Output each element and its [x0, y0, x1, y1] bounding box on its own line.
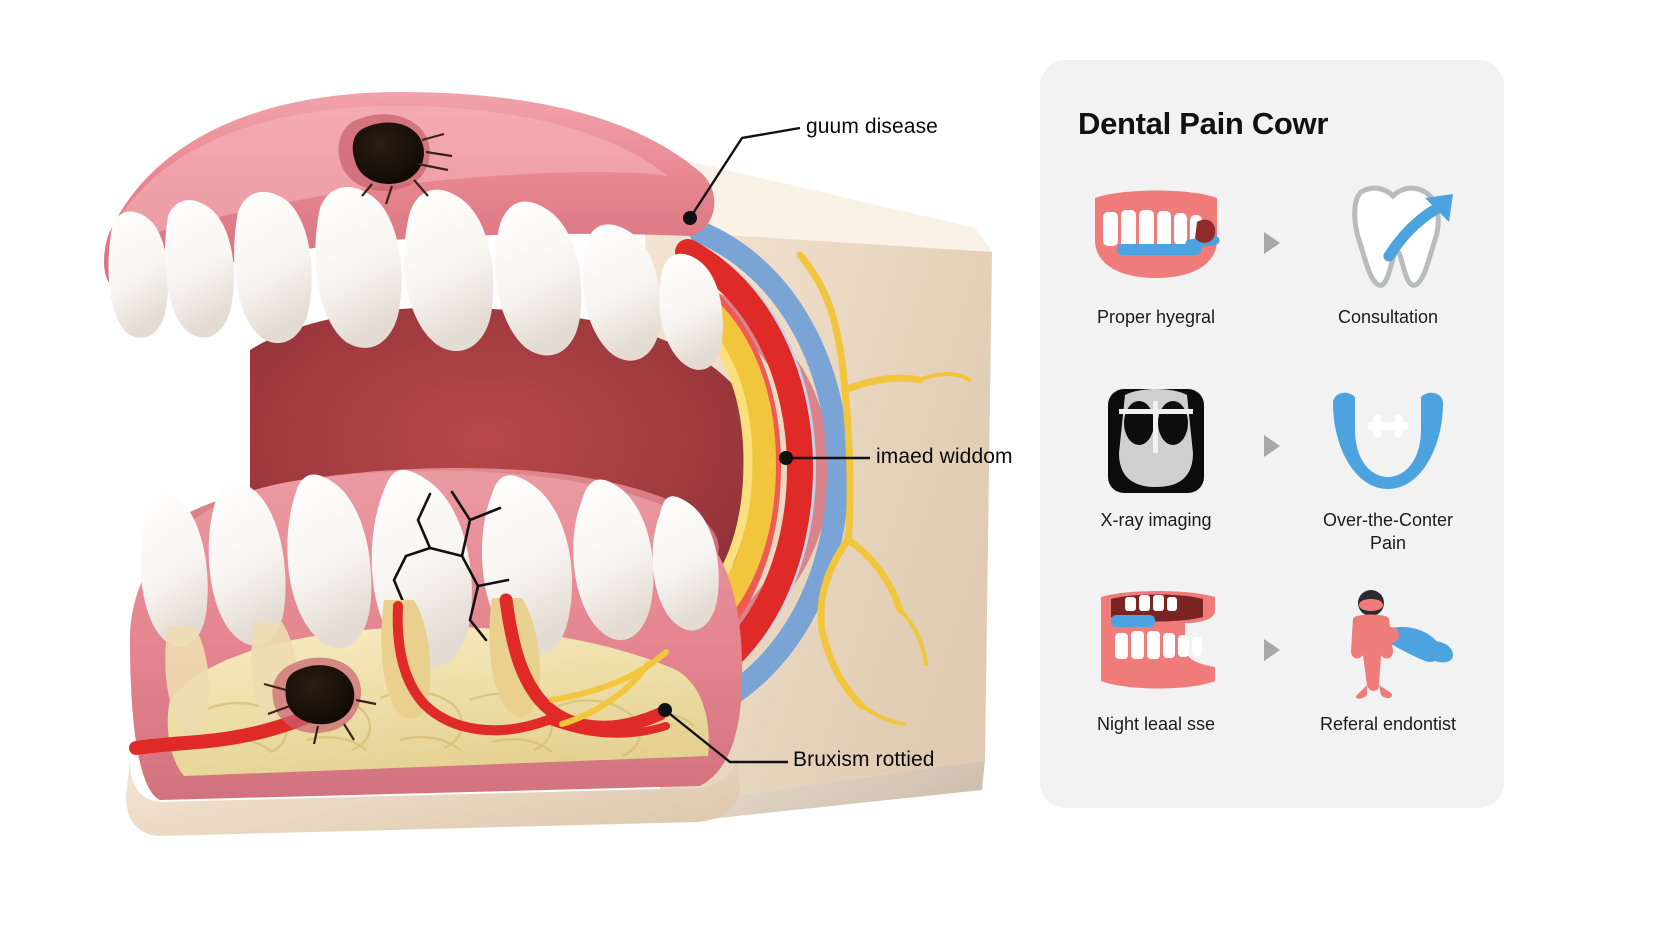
care-step-label: Over-the-Conter Pain	[1298, 509, 1478, 554]
mouthguard-icon	[1308, 381, 1468, 501]
care-step-label: Consultation	[1337, 307, 1439, 327]
callout-leaders	[658, 126, 870, 764]
tooth-lower-2	[208, 481, 286, 646]
teeth-brushing-icon	[1076, 585, 1236, 705]
jaw-anatomy-svg: 0	[104, 92, 992, 836]
tooth-lower-wisdom	[652, 496, 719, 631]
tooth-upper-4	[315, 186, 402, 348]
panel-title: Dental Pain Cowr	[1078, 106, 1329, 141]
step-arrow-3	[1250, 577, 1294, 663]
nerve-branches-fine	[860, 372, 972, 726]
tooth-upper-7	[582, 224, 661, 361]
tissue-block-base	[700, 760, 985, 820]
tooth-lower-6	[573, 479, 654, 641]
xray-film-icon	[1076, 381, 1236, 501]
step-arrow-1	[1250, 170, 1294, 256]
jaw-anatomy-illustration: 0	[104, 92, 992, 836]
tooth-upper-2	[164, 200, 234, 338]
tissue-block-top	[640, 150, 992, 252]
care-step-referral-endodontist[interactable]: Referal endontist	[1294, 577, 1482, 736]
root-3	[165, 626, 210, 730]
care-step-label: Referal endontist	[1319, 713, 1457, 734]
dental-pain-care-panel: Dental Pain Cowr	[1040, 60, 1504, 808]
care-step-label-line2: Pain	[1369, 532, 1407, 553]
care-step-label: Night leaal sse	[1096, 713, 1216, 734]
tooth-arrow-up-icon	[1308, 178, 1468, 298]
tooth-lower-1	[140, 492, 208, 647]
care-step-label-line1: Over-the-Conter	[1322, 510, 1454, 531]
tooth-upper-3	[234, 191, 312, 344]
care-step-label: X-ray imaging	[1100, 510, 1212, 531]
care-step-night-guard[interactable]: Night leaal sse	[1062, 577, 1250, 736]
tooth-fracture-lines	[392, 490, 510, 642]
tooth-upper-1	[108, 211, 169, 338]
tooth-upper-8	[659, 253, 723, 370]
step-arrow-2	[1250, 373, 1294, 459]
gum-disease-lesion	[338, 114, 453, 205]
dentist-person-icon	[1308, 585, 1468, 705]
tooth-lower-3	[287, 474, 372, 649]
care-step-proper-hygiene[interactable]: Proper hyegral	[1062, 170, 1250, 329]
vein-blue	[689, 221, 850, 723]
care-steps-grid: Proper hyegral Consultation	[1062, 170, 1482, 780]
upper-teeth	[108, 186, 723, 370]
callout-label-gum-disease: guum disease	[806, 115, 938, 138]
mandible-rim	[126, 752, 740, 836]
care-step-xray-imaging[interactable]: X-ray imaging	[1062, 373, 1250, 532]
care-step-over-the-counter[interactable]: Over-the-Conter Pain	[1294, 373, 1482, 554]
nerve-branches	[796, 251, 924, 710]
callout-label-impacted-wisdom: imaed widdom	[876, 445, 1013, 468]
care-step-consultation[interactable]: Consultation	[1294, 170, 1482, 329]
toothbrush-teeth-icon	[1076, 178, 1236, 298]
callout-label-bruxism: Bruxism rottied	[793, 748, 935, 771]
tooth-upper-6	[495, 201, 582, 356]
tooth-upper-5	[404, 189, 494, 352]
artery-red-outer	[675, 239, 814, 699]
nerve-branch-lower	[549, 649, 669, 727]
care-step-label: Proper hyegral	[1096, 307, 1216, 327]
lower-gum-lesion	[263, 657, 377, 745]
